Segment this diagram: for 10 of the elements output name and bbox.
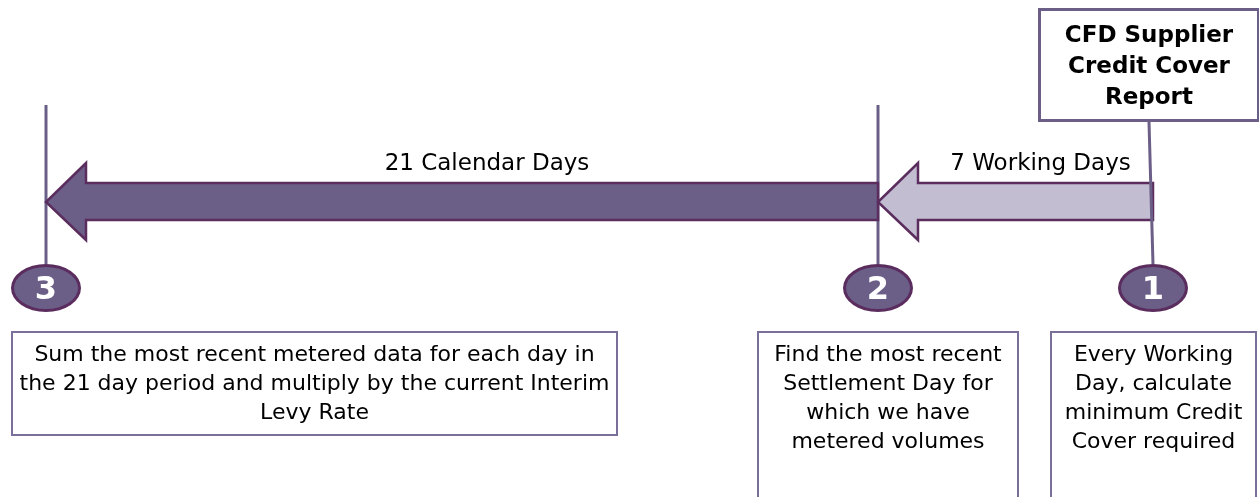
block-arrow	[44, 160, 880, 243]
description-box: Find the most recent Settlement Day for which we have metered volumes	[757, 331, 1019, 497]
step-number: 1	[1118, 264, 1188, 312]
block-arrow	[876, 160, 1155, 243]
report-box: CFD Supplier Credit Cover Report	[1038, 8, 1259, 122]
description-box: Every Working Day, calculate minimum Credit Cover required	[1050, 331, 1257, 497]
description-box: Sum the most recent metered data for each day in the 21 day period and multiply by the current Interim Levy Rate	[11, 331, 618, 436]
connector-line	[1147, 121, 1155, 265]
step-number: 3	[11, 264, 81, 312]
step-number: 2	[843, 264, 913, 312]
